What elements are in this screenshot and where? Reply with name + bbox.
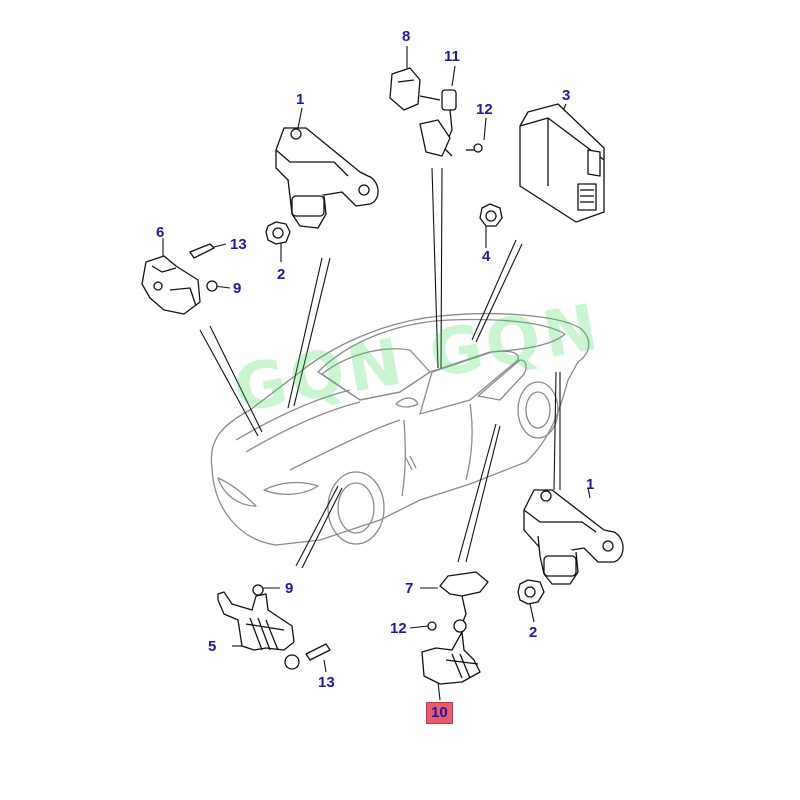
- callout-2-top: 2: [277, 266, 286, 283]
- sensor-bracket-1-top: [275, 127, 379, 229]
- callout-10-highlighted: 10: [426, 702, 453, 724]
- nut-4: [479, 203, 503, 227]
- callout-4: 4: [482, 248, 491, 265]
- callout-12-bottom: 12: [390, 620, 407, 637]
- height-sensor-5: [217, 584, 331, 670]
- sensor-bracket-1-bottom: [523, 489, 624, 585]
- callout-8: 8: [402, 28, 411, 45]
- callout-5: 5: [208, 638, 217, 655]
- rain-sensor-assembly: [389, 67, 483, 157]
- callout-6: 6: [156, 224, 165, 241]
- height-sensor-10: [421, 571, 489, 685]
- callout-1-bottom: 1: [586, 476, 595, 493]
- callout-9-top: 9: [233, 280, 242, 297]
- callout-13-bottom: 13: [318, 674, 335, 691]
- car-illustration: [210, 313, 590, 546]
- nut-2-bottom: [517, 579, 545, 605]
- callout-11: 11: [444, 48, 460, 65]
- callout-3: 3: [562, 87, 571, 104]
- control-module-3: [519, 103, 605, 223]
- callout-7: 7: [405, 580, 414, 597]
- leader-lines: [162, 46, 591, 701]
- callout-12-top: 12: [476, 101, 493, 118]
- nut-2-top: [265, 221, 291, 245]
- callout-2-bottom: 2: [529, 624, 538, 641]
- callout-13-top: 13: [230, 236, 247, 253]
- callout-1-top: 1: [296, 91, 305, 108]
- callout-9-bottom: 9: [285, 580, 294, 597]
- sensor-bracket-6: [141, 243, 218, 315]
